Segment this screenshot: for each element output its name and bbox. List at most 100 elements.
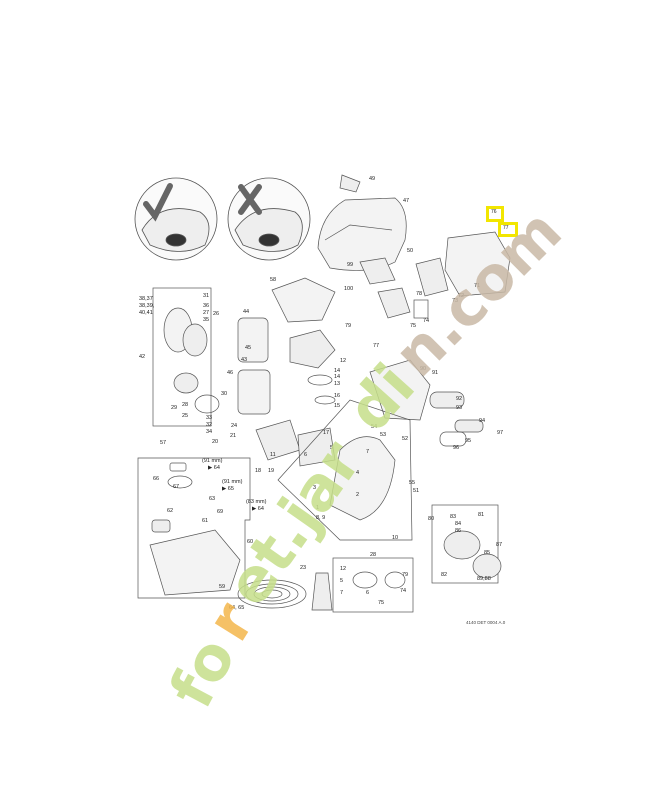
callout-42: 42 xyxy=(139,354,146,360)
callout-45: 45 xyxy=(245,345,252,351)
callout-75: 75 xyxy=(410,323,417,329)
callout-77: 77 xyxy=(373,343,380,349)
callout-93: 93 xyxy=(456,405,463,411)
callout-71: 71 xyxy=(474,283,481,289)
callout-89-88: 89,88 xyxy=(477,576,491,582)
callout-100: 100 xyxy=(344,286,354,292)
callout-49: 49 xyxy=(369,176,376,182)
highlight-box-77: 77 xyxy=(498,222,518,237)
callout-23: 23 xyxy=(300,565,307,571)
callout-99: 99 xyxy=(347,262,354,268)
callout-40-41: 40,41 xyxy=(139,310,153,316)
callout-28: 28 xyxy=(182,402,189,408)
callout-57: 57 xyxy=(160,440,167,446)
callout-25: 25 xyxy=(182,413,189,419)
callout-8-9: 8, 9 xyxy=(316,515,326,521)
highlight-label-76: 76 xyxy=(491,209,497,215)
callout-74b: 74 xyxy=(400,588,407,594)
callout-38-37: 38,37 xyxy=(139,296,153,302)
callout-50: 50 xyxy=(407,248,414,254)
callout-11: 11 xyxy=(270,452,276,458)
callout-mm91a: (91 mm) xyxy=(202,458,223,464)
callout-12b: 12 xyxy=(340,566,347,572)
callout-19: 19 xyxy=(268,468,275,474)
callout-47: 47 xyxy=(403,198,410,204)
callout-87: 87 xyxy=(496,542,503,548)
callout-5: 5 xyxy=(330,445,334,451)
callout-13: 13 xyxy=(334,381,341,387)
callout-92: 92 xyxy=(456,396,463,402)
callout-59: 59 xyxy=(219,584,226,590)
callout-33: 33 xyxy=(206,415,213,421)
callout-38-39: 38,39, xyxy=(139,303,155,309)
callout-66: 66 xyxy=(153,476,160,482)
callout-81: 81 xyxy=(478,512,485,518)
callout-63: 63 xyxy=(209,496,216,502)
callout-4: 4 xyxy=(356,470,360,476)
callout-46: 46 xyxy=(227,370,234,376)
callout-83: 83 xyxy=(450,514,457,520)
callout-79b: 79 xyxy=(402,572,409,578)
callout-90: 90 xyxy=(420,366,427,372)
callout-5b: 5 xyxy=(340,578,344,584)
svg-text:n.com: n.com xyxy=(381,196,575,390)
callout-31: 31 xyxy=(203,293,210,299)
callout-ref64b: ▶ 64 xyxy=(252,506,264,512)
callout-78: 78 xyxy=(416,291,423,297)
callout-27: 27 xyxy=(203,310,210,316)
callout-26: 26 xyxy=(213,311,220,317)
callout-7b: 7 xyxy=(340,590,344,596)
callout-15: 15 xyxy=(334,403,341,409)
callout-85: 85 xyxy=(484,550,491,556)
callout-51: 51 xyxy=(413,488,420,494)
callout-28b: 28 xyxy=(370,552,377,558)
callout-24: 24 xyxy=(231,423,238,429)
callout-67: 67 xyxy=(173,484,180,490)
callout-82: 82 xyxy=(441,572,448,578)
callout-62: 62 xyxy=(167,508,174,514)
callout-43: 43 xyxy=(241,357,248,363)
check-icon xyxy=(143,183,173,222)
callout-60: 60 xyxy=(247,539,254,545)
callout-44: 44 xyxy=(243,309,250,315)
callout-mm83: (83 mm) xyxy=(246,499,267,505)
callout-10: 10 xyxy=(392,535,399,541)
callout-17: 17 xyxy=(323,430,330,436)
callout-mm91b: (91 mm) xyxy=(222,479,243,485)
callout-52: 52 xyxy=(402,436,409,442)
callout-97: 97 xyxy=(497,430,504,436)
highlight-box-76: 76 xyxy=(486,206,504,222)
callout-30: 30 xyxy=(221,391,228,397)
callout-14: 14 xyxy=(334,368,341,374)
callout-61: 61 xyxy=(202,518,209,524)
drawing-code: 4140 DET 0004 A.0 xyxy=(466,620,506,625)
svg-text:et.jar: et.jar xyxy=(213,428,375,618)
callout-6b: 6 xyxy=(366,590,370,596)
callout-74: 74 xyxy=(423,318,430,324)
callout-35: 35 xyxy=(203,317,210,323)
callout-86: 86 xyxy=(455,528,462,534)
callout-36: 36 xyxy=(203,303,210,309)
callout-54: 54 xyxy=(371,424,378,430)
callout-72: 72 xyxy=(458,293,465,299)
callout-21: 21 xyxy=(230,433,237,439)
callout-1: 1 xyxy=(316,505,320,511)
callout-58: 58 xyxy=(270,277,277,283)
callout-64-65: 64, 65 xyxy=(229,605,245,611)
callout-69: 69 xyxy=(217,509,224,515)
callout-91: 91 xyxy=(432,370,439,376)
callout-84: 84 xyxy=(455,521,462,527)
callout-18: 18 xyxy=(255,468,262,474)
callout-12: 12 xyxy=(340,358,347,364)
callout-16: 16 xyxy=(334,393,341,399)
callout-6: 6 xyxy=(304,452,308,458)
callout-ref64a: ▶ 64 xyxy=(208,465,220,471)
callout-96: 96 xyxy=(453,445,460,451)
callout-55: 55 xyxy=(409,480,416,486)
callout-80: 80 xyxy=(428,516,435,522)
callout-73: 73 xyxy=(452,298,459,304)
cross-icon xyxy=(238,184,262,215)
